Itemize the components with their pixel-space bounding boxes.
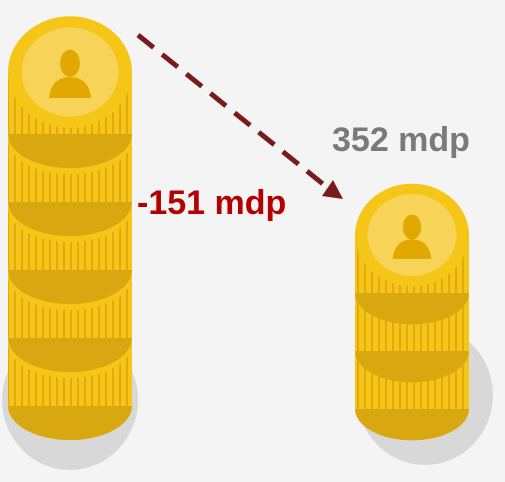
person-silhouette-icon: [392, 214, 432, 259]
right-coin-stack-icon: [355, 183, 469, 441]
decrease-arrow-icon: [136, 33, 343, 199]
person-silhouette-icon: [48, 49, 92, 99]
left-coin-stack-icon: [8, 16, 132, 441]
new-amount-label: 352 mdp: [332, 121, 470, 159]
difference-amount-label: -151 mdp: [137, 184, 287, 222]
